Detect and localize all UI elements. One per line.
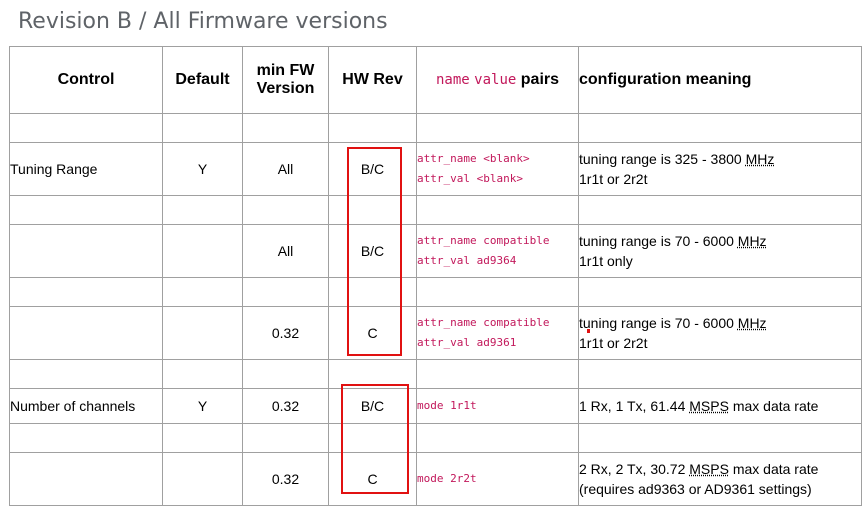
header-default: Default	[162, 46, 243, 114]
table-row: Number of channels Y 0.32 B/C mode 1r1t …	[9, 388, 862, 424]
default-cell	[162, 306, 243, 360]
page-title: Revision B / All Firmware versions	[18, 9, 388, 34]
spacer-row	[9, 113, 862, 143]
hw-rev-highlight-box-channels	[341, 384, 409, 494]
pairs-cell: attr_name <blank>attr_val <blank>	[416, 142, 579, 196]
red-mark	[587, 329, 590, 333]
header-name-value-pairs: name value pairs	[416, 46, 579, 114]
control-cell	[9, 452, 163, 506]
table-row: Tuning Range Y All B/C attr_name <blank>…	[9, 142, 862, 196]
fw-cell: All	[242, 142, 329, 196]
control-cell	[9, 224, 163, 278]
pairs-cell: mode 2r2t	[416, 452, 579, 506]
spacer-row	[9, 423, 862, 453]
default-cell	[162, 224, 243, 278]
control-cell: Number of channels	[9, 388, 163, 424]
control-cell	[9, 306, 163, 360]
default-cell	[162, 452, 243, 506]
hw-rev-cell: B/C	[328, 142, 417, 196]
header-hw-rev: HW Rev	[328, 46, 417, 114]
fw-cell: 0.32	[242, 388, 329, 424]
header-config-meaning: configuration meaning	[578, 46, 862, 114]
spacer-row	[9, 277, 862, 307]
control-cell: Tuning Range	[9, 142, 163, 196]
meaning-cell: 1 Rx, 1 Tx, 61.44 MSPS max data rate	[578, 388, 862, 424]
table-row: 0.32 C mode 2r2t 2 Rx, 2 Tx, 30.72 MSPS …	[9, 452, 862, 506]
header-control: Control	[9, 46, 163, 114]
fw-cell: 0.32	[242, 306, 329, 360]
spacer-row	[9, 195, 862, 225]
hw-rev-cell: B/C	[328, 224, 417, 278]
fw-cell: All	[242, 224, 329, 278]
hw-rev-highlight-box-tuning	[347, 147, 402, 356]
pairs-cell: mode 1r1t	[416, 388, 579, 424]
spacer-row	[9, 359, 862, 389]
default-cell: Y	[162, 142, 243, 196]
fw-cell: 0.32	[242, 452, 329, 506]
meaning-cell: 2 Rx, 2 Tx, 30.72 MSPS max data rate(req…	[578, 452, 862, 506]
default-cell: Y	[162, 388, 243, 424]
